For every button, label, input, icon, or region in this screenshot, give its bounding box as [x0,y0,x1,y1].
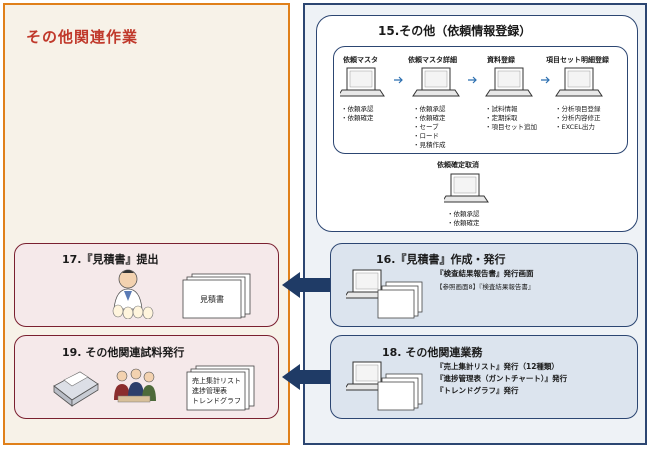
left-panel-title: その他関連作業 [26,28,139,46]
card-18-line2: 『進捗管理表（ガントチャート）』発行 [436,374,568,383]
bullet-item: 試料情報 [485,105,537,114]
doc-stack-icon [182,273,251,319]
bullet-item: 依頼承認 [447,210,480,219]
card-15-title: 15.その他（依頼情報登録） [378,24,532,38]
bullet-item: 依頼確定 [447,219,480,228]
cancel-bullets: 依頼承認 依頼確定 [447,210,480,228]
doc-stack-icon [186,365,255,411]
step-bullets-1: 依頼承認 依頼確定 [341,105,374,123]
doc-line: トレンドグラフ [192,397,241,405]
card-19-doc-lines: 売上集計リスト 進捗管理表 トレンドグラフ [192,376,241,406]
bullet-item: 項目セット追加 [485,123,538,132]
bullet-item: セーブ [413,123,446,132]
arrow-left-icon [282,272,330,298]
card-16-line2: 【参照画面8】『検査結果報告書』 [436,283,535,291]
bullet-item: 依頼確定 [413,114,446,123]
card-18-line3: 『トレンドグラフ』発行 [436,386,519,395]
card-16-line1: 『検査結果報告書』発行画面 [436,269,534,278]
step-label-2: 依頼マスタ詳細 [408,56,457,64]
arrow-left-icon [282,364,330,390]
cancel-label: 依頼確定取消 [437,161,479,169]
group-people-icon [114,368,156,403]
step-bullets-2: 依頼承認 依頼確定 セーブ ロード 見積作成 [413,105,446,150]
printer-icon [53,371,99,407]
step-bullets-3: 試料情報 定期採取 項目セット追加 [485,105,538,132]
card-19-title: 19. その他関連試料発行 [62,346,185,359]
bullet-item: 分析内容修正 [555,114,601,123]
step-bullets-4: 分析項目登録 分析内容修正 EXCEL出力 [555,105,601,132]
card-17-title: 17.『見積書』提出 [62,253,159,266]
workflow-laptops [340,67,603,97]
step-label-4: 項目セット明細登録 [546,56,609,64]
bullet-item: 定期採取 [485,114,537,123]
card-18-title: 18. その他関連業務 [382,346,483,359]
card-18-line1: 『売上集計リスト』発行（12種類） [436,362,559,371]
laptop-icon [555,67,603,97]
step-arrow-icon [394,76,550,84]
cancel-laptop-icon [444,173,489,203]
workflow-box [333,46,628,154]
laptop-docs-icon [346,269,423,319]
laptop-docs-icon [346,361,423,411]
doc-line: 進捗管理表 [192,387,227,395]
bullet-item: ロード [413,132,446,141]
laptop-icon [340,67,385,97]
card-16-title: 16.『見積書』作成・発行 [376,253,506,266]
bullet-item: 依頼承認 [413,105,446,114]
laptop-icon [412,67,460,97]
person-eggs-icon [112,269,154,319]
laptop-icon [485,67,533,97]
bullet-item: 依頼承認 [341,105,374,114]
step-label-3: 資料登録 [487,56,515,64]
bullet-item: EXCEL出力 [555,123,601,132]
step-label-1: 依頼マスタ [343,56,378,64]
bullet-item: 分析項目登録 [555,105,601,114]
bullet-item: 見積作成 [413,141,446,150]
doc-label: 見積書 [200,295,224,304]
bullet-item: 依頼確定 [341,114,374,123]
doc-line: 売上集計リスト [192,377,241,385]
